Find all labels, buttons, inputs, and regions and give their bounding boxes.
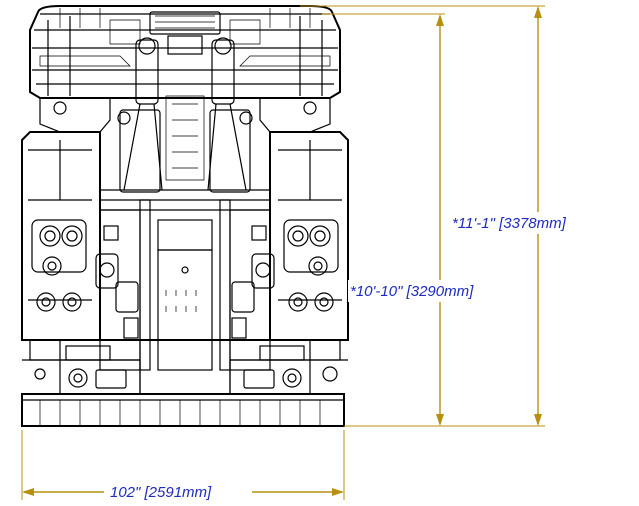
overall-height-label: *11'-1" [3378mm] [452,215,567,232]
inner-height-label: *10'-10" [3290mm] [350,283,474,300]
width-label: 102" [2591mm] [110,484,212,501]
dimension-inner-height [322,13,445,426]
dimension-overall-height [300,5,545,427]
machine-outline [21,5,349,427]
dimension-width [21,430,345,500]
